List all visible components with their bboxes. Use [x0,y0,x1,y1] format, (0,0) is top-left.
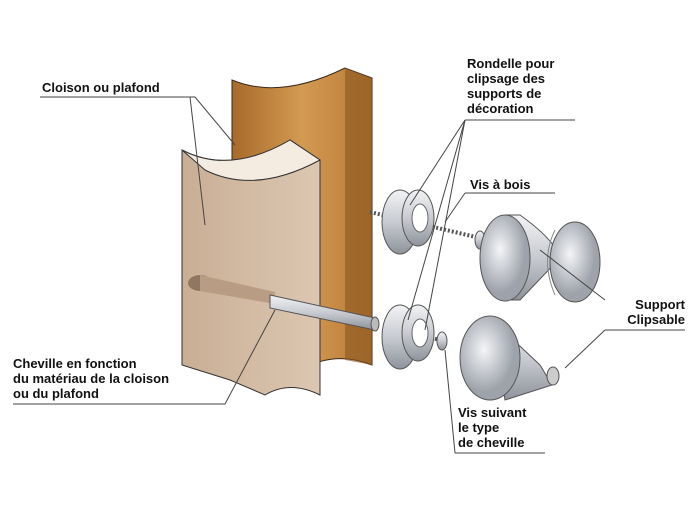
washer-top [381,189,435,255]
leader-lines [13,96,685,454]
washer-bottom [381,304,435,370]
wall-anchor [269,294,380,332]
wall-section [181,139,321,396]
label-line: supports de [467,86,542,101]
label-line: clipsage des [467,71,546,86]
label-wall: Cloison ou plafond [42,80,160,95]
support-clip-bottom [459,315,560,401]
label-line: ou du plafond [13,386,99,401]
label-screw-type: Vis suivant le type de cheville [458,405,526,450]
label-washer: Rondelle pour clipsage des supports de d… [467,56,554,116]
label-anchor: Cheville en fonction du matériau de la c… [13,356,169,401]
label-line: Clipsable [627,312,685,327]
label-line: Support [635,297,685,312]
label-line: du matériau de la cloison [13,371,170,386]
label-line: de cheville [458,435,525,450]
label-wood-screw: Vis à bois [470,177,531,192]
label-line: Rondelle pour [467,56,555,71]
label-line: le type [458,420,500,435]
label-line: Vis suivant [458,405,527,420]
support-knob-top [479,214,601,303]
label-support: Support Clipsable [608,297,685,327]
label-line: Cheville en fonction [13,356,137,371]
label-line: décoration [467,101,534,116]
